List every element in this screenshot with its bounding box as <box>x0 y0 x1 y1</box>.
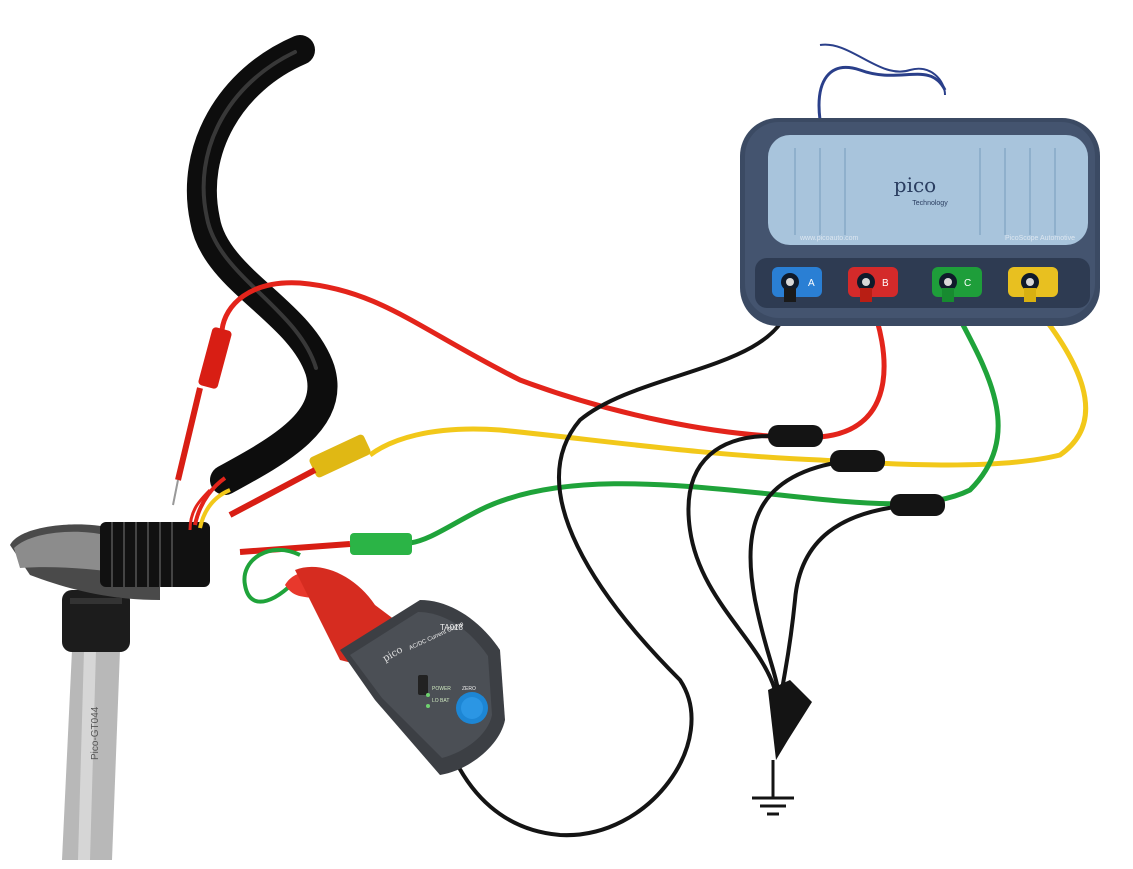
ht-lead <box>186 35 338 495</box>
channel-b-port: B <box>848 267 898 297</box>
red-lead <box>219 280 887 440</box>
yellow-lead <box>368 298 1089 468</box>
clamp-model: TA018 <box>440 623 464 632</box>
yellow-probe <box>228 434 371 518</box>
scope-subtitle: Technology <box>912 200 948 207</box>
scope-model: PicoScope Automotive <box>1005 235 1075 242</box>
red-probe <box>172 327 232 506</box>
usb-cable <box>817 66 947 121</box>
channel-b-label: B <box>882 278 889 289</box>
scope-brand: pico <box>894 173 936 197</box>
green-clamp-wire <box>242 547 302 604</box>
channel-a-label: A <box>808 278 815 289</box>
ignition-coil: Pico-GT044 <box>10 476 231 860</box>
clamp-lobat-label: LO BAT <box>432 698 449 704</box>
coil-label: Pico-GT044 <box>90 706 101 760</box>
picoscope: pico Technology www.picoauto.com PicoSco… <box>740 43 1100 326</box>
ground-symbol <box>752 760 794 816</box>
green-probe <box>239 533 412 555</box>
clamp-power-label: POWER <box>432 686 451 692</box>
clamp-range-switch <box>418 675 428 695</box>
channel-d-port <box>1008 267 1058 297</box>
channel-c-label: C <box>964 278 971 289</box>
current-clamp: pico TA018 AC/DC Current Clamp POWER LO … <box>285 566 505 775</box>
ground-leads <box>453 299 916 838</box>
yellow-splitter <box>830 450 885 472</box>
clamp-zero-label: ZERO <box>462 686 476 692</box>
green-lead <box>409 298 1001 546</box>
channel-c-port: C <box>932 267 982 297</box>
red-splitter <box>768 425 823 447</box>
scope-top-panel <box>768 135 1088 245</box>
channel-a-port: A <box>772 267 822 297</box>
ground-clip <box>768 680 812 760</box>
scope-url: www.picoauto.com <box>799 235 859 242</box>
green-splitter <box>890 494 945 516</box>
